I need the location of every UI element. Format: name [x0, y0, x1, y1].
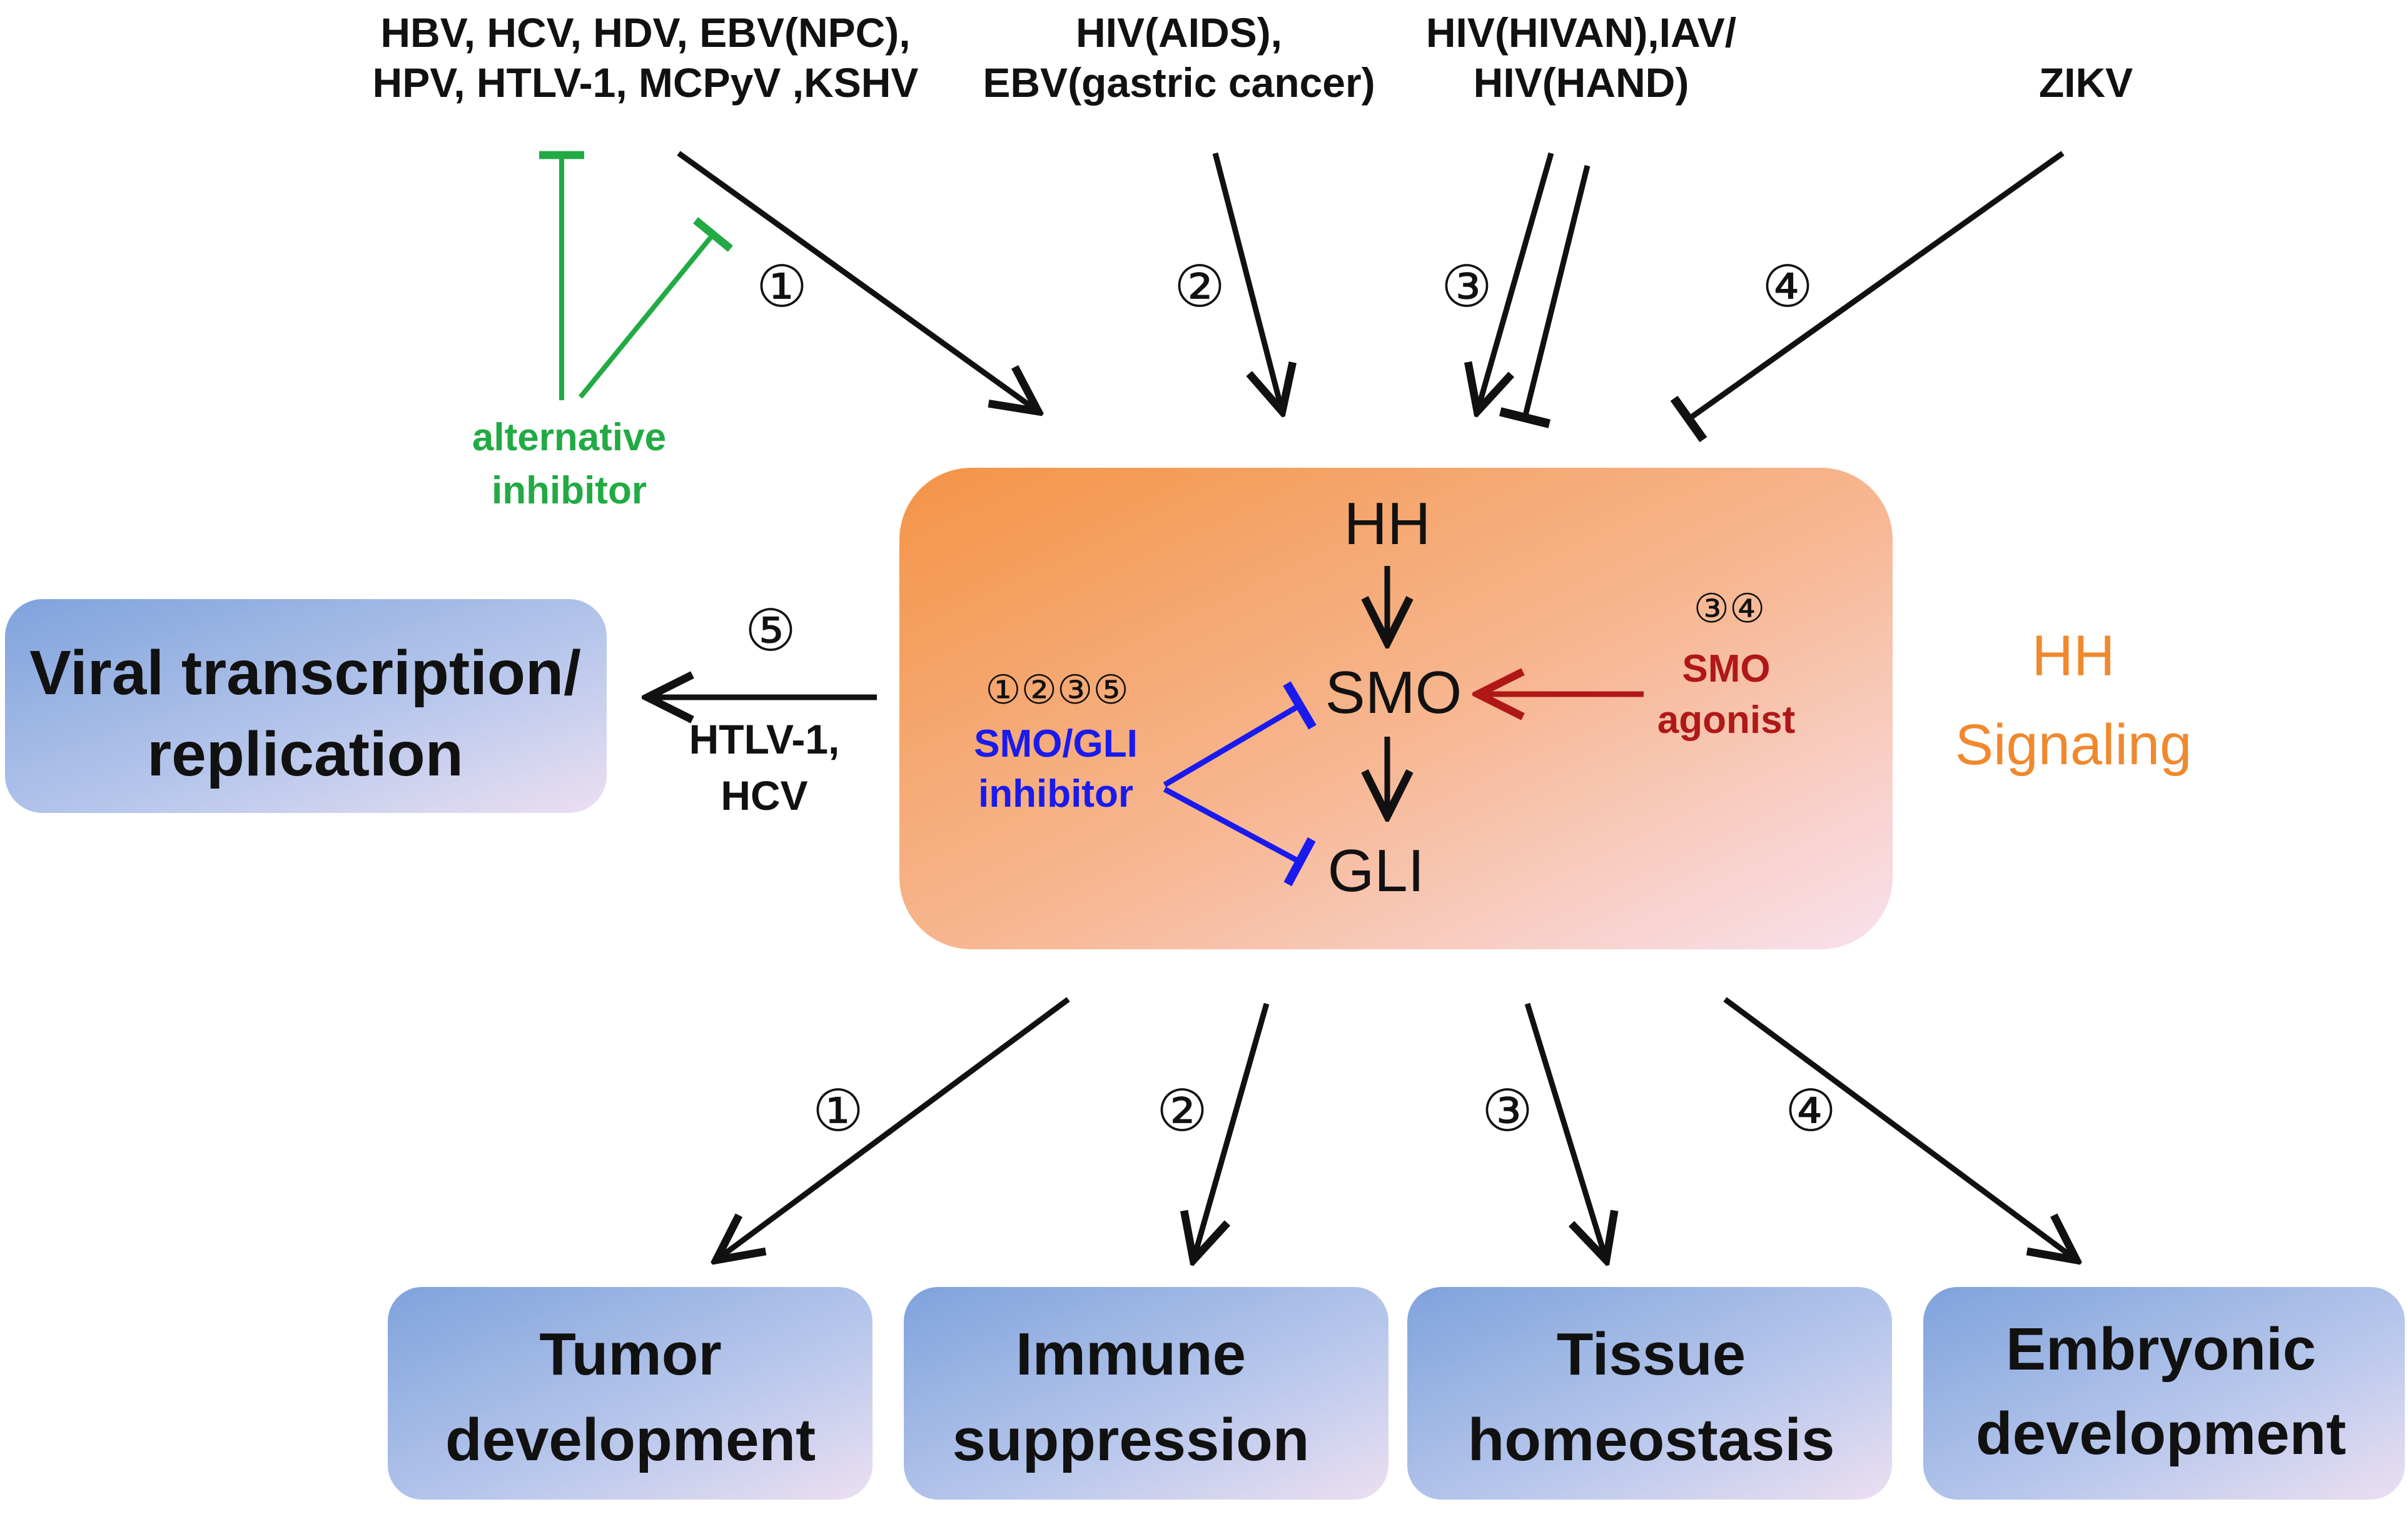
arrow-to-immune-suppression: [1193, 1002, 1270, 1260]
viral-transcription-line-2: replication: [147, 719, 463, 789]
virus-group-4-line-1: ZIKV: [2039, 59, 2133, 106]
arrow-group-2-activation: [1212, 152, 1282, 411]
pathway-number-2-top: ②: [1174, 253, 1225, 320]
arrow-group-3-activation: [1477, 152, 1554, 411]
arrow-group-1-activation: [677, 151, 1038, 411]
tumor-development-box: [388, 1287, 873, 1500]
outcome-3-line-1: Tissue: [1557, 1321, 1746, 1388]
arrow-to-tumor-development: [716, 997, 1070, 1260]
arrow-to-embryonic-development: [1723, 997, 2077, 1260]
outcome-3-line-2: homeostasis: [1468, 1406, 1835, 1473]
pathway-number-3-bottom: ③: [1482, 1077, 1533, 1144]
arrow-group-4-inhibition: [1670, 151, 2065, 443]
pathway-number-1-top: ①: [756, 253, 807, 320]
hh-label: HH: [1344, 490, 1431, 557]
smo-agonist-line-1: SMO: [1682, 647, 1770, 690]
immune-suppression-box: [904, 1287, 1389, 1500]
arrow-group-3-inhibition: [1499, 164, 1591, 428]
pathway-number-4-top: ④: [1762, 253, 1813, 320]
smo-gli-inhibitor-line-2: inhibitor: [978, 772, 1133, 815]
virus-group-2-line-2: EBV(gastric cancer): [983, 59, 1375, 106]
virus-group-3-line-2: HIV(HAND): [1474, 59, 1689, 106]
outcome-1-line-1: Tumor: [539, 1321, 722, 1388]
alternative-inhibitor-bar-diagonal: [578, 217, 733, 399]
smo-agonist-line-2: agonist: [1657, 699, 1795, 742]
outcome-2-line-1: Immune: [1016, 1321, 1246, 1388]
viral-transcription-line-1: Viral transcription/: [29, 638, 581, 708]
outcome-1-line-2: development: [445, 1406, 816, 1473]
inhibitor-pathway-numbers: ①②③⑤: [985, 667, 1129, 714]
gli-label: GLI: [1328, 837, 1425, 904]
alternative-inhibitor-line-1: alternative: [472, 416, 666, 459]
hh-signaling-label-line-2: Signaling: [1955, 713, 2192, 777]
viral-arrow-label-line-1: HTLV-1,: [689, 716, 840, 762]
smo-label: SMO: [1325, 659, 1462, 726]
alternative-inhibitor-line-2: inhibitor: [492, 469, 647, 512]
pathway-number-3-top: ③: [1441, 253, 1492, 320]
embryonic-development-box: [1923, 1287, 2405, 1500]
viral-arrow-label-line-2: HCV: [721, 772, 807, 819]
pathway-number-5: ⑤: [745, 597, 796, 664]
outcome-4-line-1: Embryonic: [2006, 1316, 2316, 1383]
pathway-number-2-bottom: ②: [1156, 1077, 1208, 1144]
agonist-pathway-numbers: ③④: [1694, 586, 1766, 632]
virus-group-3-line-1: HIV(HIVAN),IAV/: [1426, 9, 1736, 56]
smo-gli-inhibitor-line-1: SMO/GLI: [974, 722, 1138, 765]
pathway-number-1-bottom: ①: [812, 1077, 864, 1144]
inhibitor-bar-to-smo: [1163, 681, 1317, 787]
pathway-number-4-bottom: ④: [1785, 1077, 1836, 1144]
virus-group-1-line-1: HBV, HCV, HDV, EBV(NPC),: [380, 9, 910, 56]
hh-signaling-box: [899, 468, 1893, 949]
arrow-to-tissue-homeostasis: [1524, 1002, 1606, 1260]
virus-group-2-line-1: HIV(AIDS),: [1076, 9, 1282, 56]
outcome-2-line-2: suppression: [953, 1406, 1310, 1473]
hh-signaling-label-line-1: HH: [2032, 624, 2115, 688]
inhibitor-bar-to-gli: [1163, 787, 1316, 887]
virus-group-1-line-2: HPV, HTLV-1, MCPyV ,KSHV: [373, 59, 919, 106]
tissue-homeostasis-box: [1407, 1287, 1892, 1500]
viral-transcription-box: [5, 599, 607, 813]
outcome-4-line-2: development: [1976, 1400, 2346, 1467]
